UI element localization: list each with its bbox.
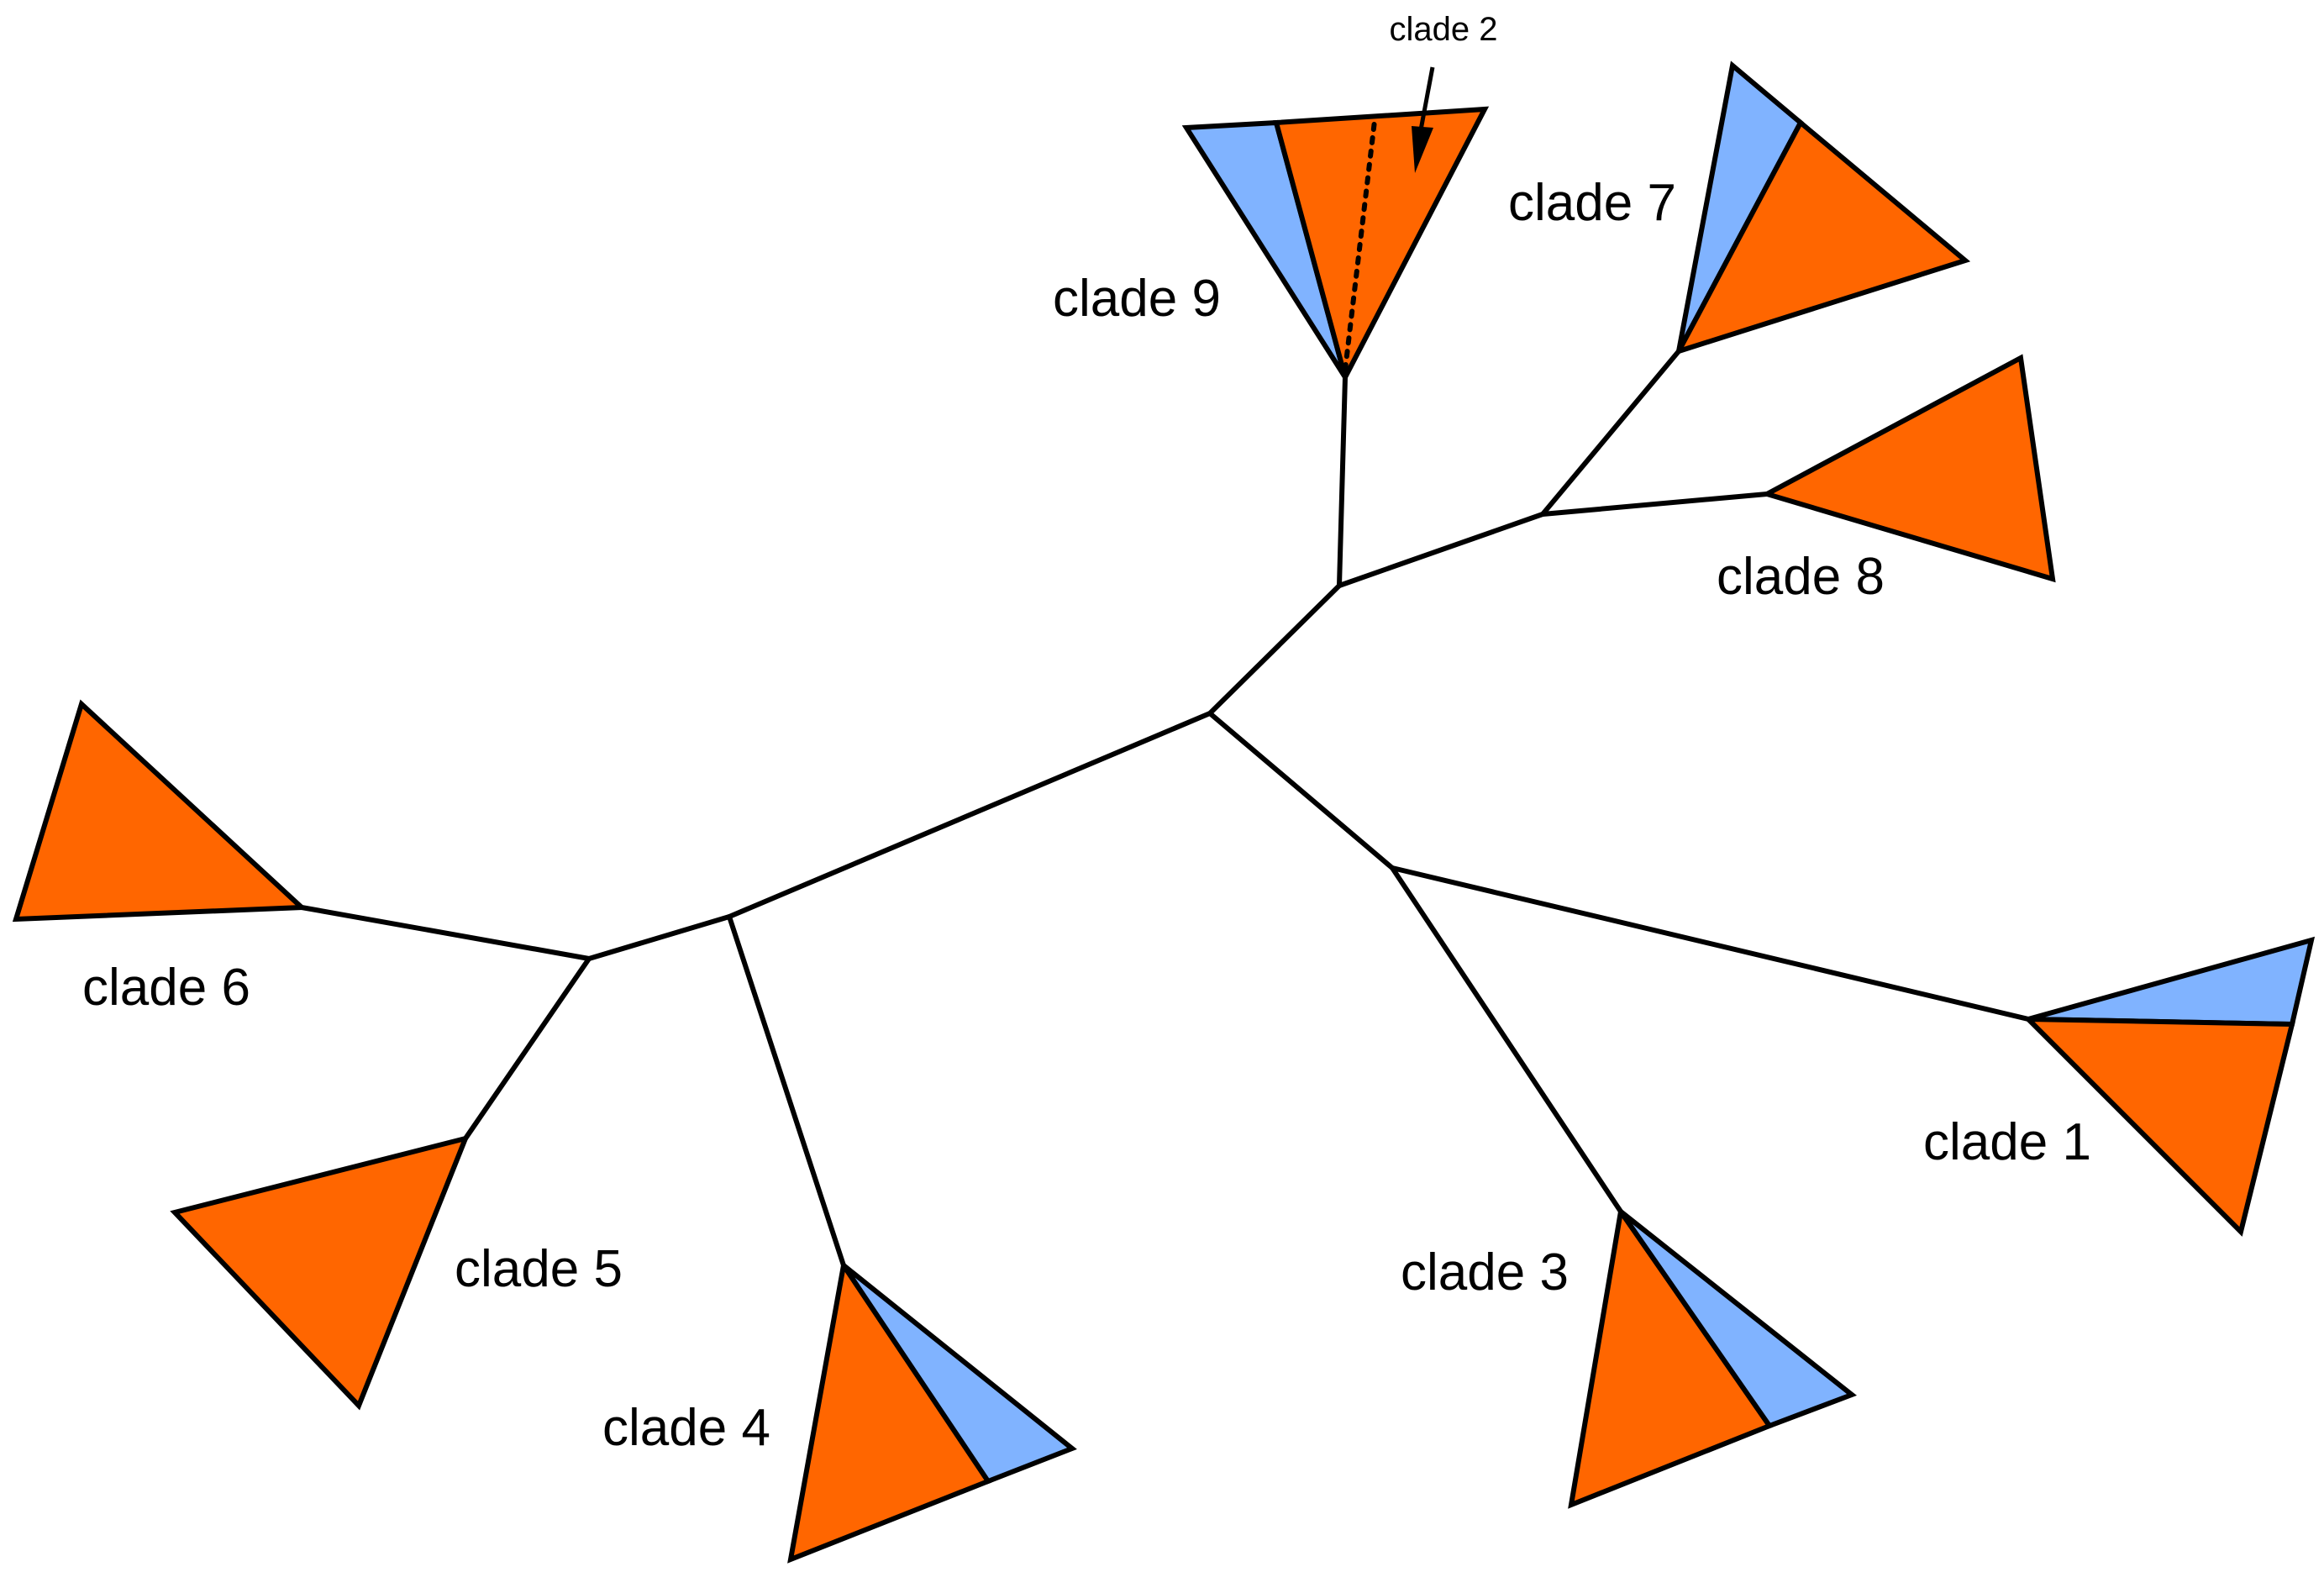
branch-to-clade3 bbox=[1390, 865, 1623, 1214]
clade-2-arrow bbox=[1412, 66, 1435, 173]
clade-5-triangle bbox=[170, 1134, 470, 1411]
clade-2-arrow-head bbox=[1412, 126, 1433, 173]
clade-3-label: clade 3 bbox=[1401, 1243, 1569, 1301]
branch-to-clade6 bbox=[299, 905, 592, 961]
clade-9-triangle bbox=[1181, 106, 1490, 385]
clade-6-orange-region bbox=[12, 699, 308, 923]
clade-2-dotted-divider bbox=[1343, 118, 1377, 372]
clade-4-triangle bbox=[787, 1259, 1077, 1564]
branch-to-clade7 bbox=[1540, 349, 1681, 517]
clade-1-blue-region bbox=[2027, 936, 2316, 1028]
clade-5-label: clade 5 bbox=[455, 1240, 623, 1298]
branch-to-clade1 bbox=[1390, 865, 2031, 1022]
branch-left-node-to-clade5-6-node bbox=[586, 914, 732, 961]
branch-to-clade5 bbox=[463, 956, 592, 1141]
branch-center-to-upper-node bbox=[1207, 583, 1342, 716]
branch-upper-node-to-clade7-8-node bbox=[1337, 512, 1545, 588]
branch-center-to-right-node bbox=[1207, 711, 1395, 870]
branch-to-clade8 bbox=[1540, 492, 1769, 517]
clade-1-triangle bbox=[2022, 936, 2316, 1237]
clade-3-triangle bbox=[1568, 1205, 1858, 1509]
clade-5-orange-region bbox=[170, 1134, 470, 1411]
clade-6-label: clade 6 bbox=[82, 959, 250, 1017]
clade-6-triangle bbox=[12, 699, 308, 923]
clade-labels: clade 2 clade 9 clade 7 clade 8 clade 6 … bbox=[82, 11, 2091, 1457]
tree-branches bbox=[299, 349, 2031, 1268]
branch-center-to-left-node bbox=[727, 711, 1212, 919]
clade-2-label: clade 2 bbox=[1390, 11, 1498, 48]
clade-7-triangle bbox=[1673, 60, 1971, 356]
clade-1-orange-region bbox=[2022, 1016, 2295, 1237]
clade-9-orange-region bbox=[1273, 106, 1490, 385]
clade-2-arrow-shaft bbox=[1417, 66, 1435, 135]
clade-8-triangle bbox=[1760, 354, 2056, 583]
clade-8-label: clade 8 bbox=[1717, 548, 1885, 606]
clade-7-label: clade 7 bbox=[1508, 174, 1676, 232]
clade-4-label: clade 4 bbox=[602, 1399, 770, 1457]
clade-3-blue-region bbox=[1618, 1209, 1858, 1429]
clade-7-orange-region bbox=[1673, 118, 1971, 356]
branch-to-clade9 bbox=[1337, 375, 1348, 588]
clade-9-label: clade 9 bbox=[1053, 270, 1221, 328]
clade-1-label: clade 1 bbox=[1923, 1113, 2091, 1171]
clade-4-blue-region bbox=[841, 1263, 1077, 1485]
branch-to-clade4 bbox=[727, 914, 846, 1268]
clade-8-orange-region bbox=[1760, 354, 2056, 583]
